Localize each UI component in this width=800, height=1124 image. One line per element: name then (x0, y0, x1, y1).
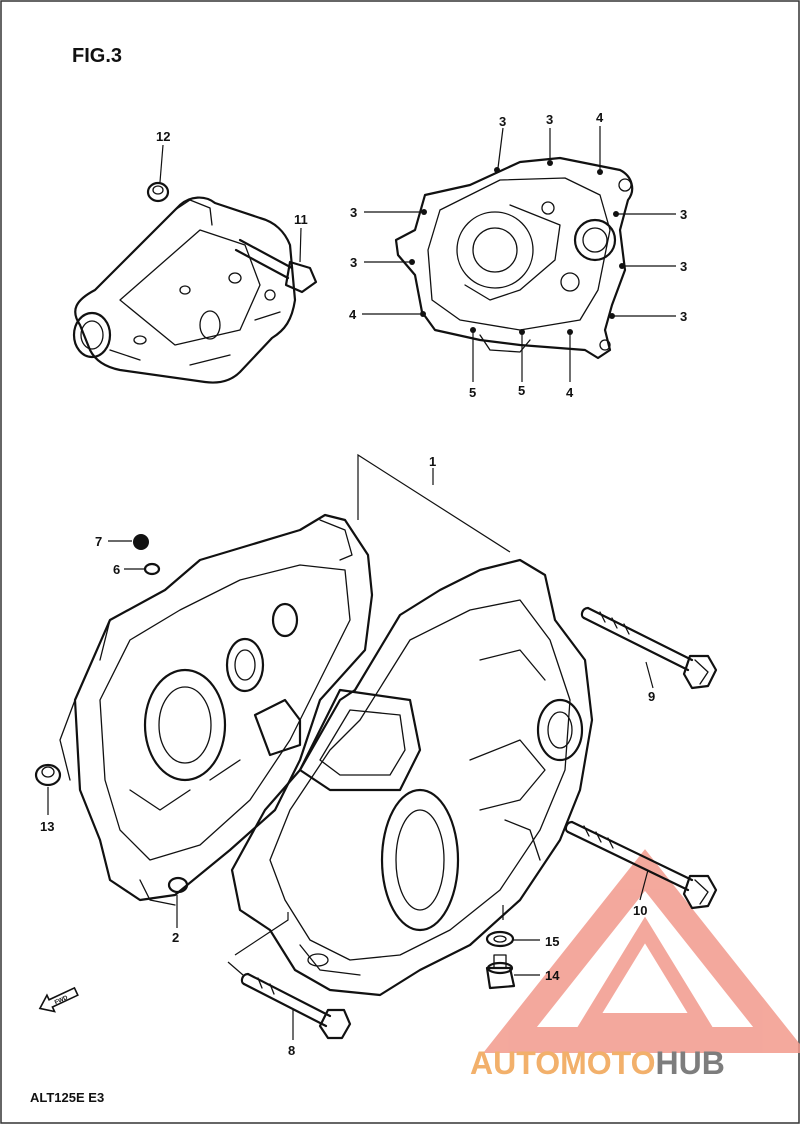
drain-plug-14-drawing (485, 954, 516, 990)
callout-13: 13 (40, 819, 54, 834)
callout-5-left: 5 (469, 385, 476, 400)
bolt-8-drawing (240, 972, 352, 1040)
callout-14: 14 (545, 968, 560, 983)
watermark-logo (483, 849, 800, 1053)
callout-1: 1 (429, 454, 436, 469)
bolt-10-drawing (564, 820, 718, 910)
leader-lines (47, 126, 676, 1040)
callout-4-top: 4 (596, 110, 604, 125)
watermark-text-part2: HUB (655, 1045, 724, 1081)
callout-3-left-upper: 3 (350, 205, 357, 220)
callout-3-top-left: 3 (499, 114, 506, 129)
callout-3-right-mid: 3 (680, 259, 687, 274)
callout-5-right: 5 (518, 383, 525, 398)
watermark-text-part1: AUTOMOTO (470, 1045, 655, 1081)
oring-6-drawing (143, 562, 161, 576)
callout-15: 15 (545, 934, 559, 949)
callout-3-right-lower: 3 (680, 309, 687, 324)
callout-10: 10 (633, 903, 647, 918)
crankcase-left-half-drawing (59, 513, 374, 906)
callout-4-bottom: 4 (566, 385, 574, 400)
crankcase-right-half-drawing (230, 558, 594, 997)
callout-4-left: 4 (349, 307, 357, 322)
plug-13-drawing (34, 763, 62, 787)
watermark-text: AUTOMOTOHUB (470, 1045, 725, 1081)
fwd-label: FWD (54, 995, 70, 1006)
callout-12: 12 (156, 129, 170, 144)
plug-7-drawing (133, 534, 149, 550)
callout-3-left-mid: 3 (350, 255, 357, 270)
callout-8: 8 (288, 1043, 295, 1058)
model-code: ALT125E E3 (30, 1090, 104, 1105)
callout-2: 2 (172, 930, 179, 945)
callout-3-right-upper: 3 (680, 207, 687, 222)
gear-case-cover-drawing (72, 181, 318, 384)
callout-9: 9 (648, 689, 655, 704)
callout-6: 6 (113, 562, 120, 577)
figure-title: FIG.3 (72, 45, 122, 67)
callout-labels: 12 11 3 3 4 3 3 3 3 3 4 3 5 5 4 1 7 6 9 … (40, 110, 687, 1058)
callout-7: 7 (95, 534, 102, 549)
crankcase-gasket-drawing (394, 156, 634, 360)
callout-11: 11 (294, 212, 308, 227)
forward-arrow-icon: FWD (38, 986, 79, 1013)
bolt-9-drawing (580, 606, 718, 690)
callout-3-top-mid: 3 (546, 112, 553, 127)
washer-15-drawing (485, 930, 515, 948)
